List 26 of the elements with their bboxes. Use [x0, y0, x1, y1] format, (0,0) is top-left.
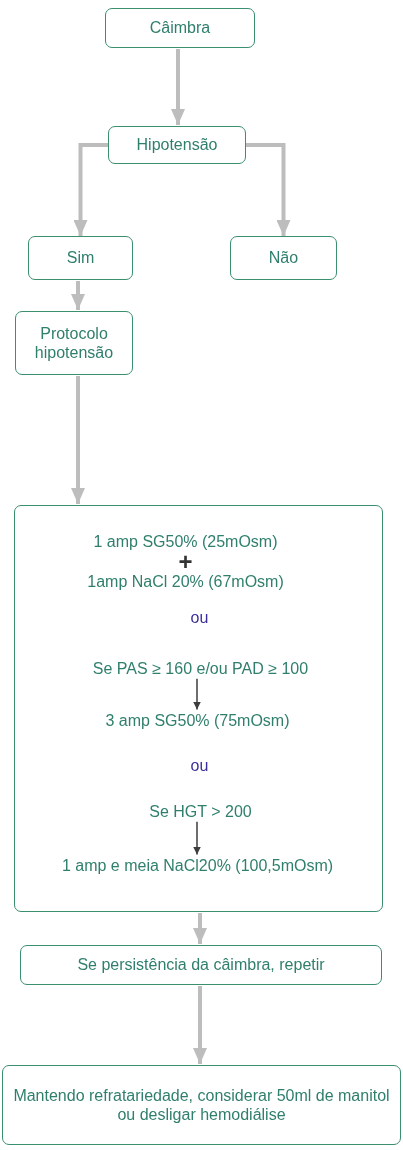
connector-word: ou	[190, 755, 209, 775]
process-box: Hipotensão	[108, 126, 246, 164]
process-box: Sim	[28, 236, 133, 280]
arrow	[193, 986, 207, 1064]
process-box: Mantendo refratariedade, considerar 50ml de manitol ou desligar hemodiálise	[2, 1065, 401, 1145]
process-box: Protocolo hipotensão	[15, 311, 133, 375]
step-text: 1 amp SG50% (25mOsm)	[93, 531, 278, 551]
arrow	[71, 376, 85, 504]
arrow	[73, 143, 108, 236]
plus-sign: +	[178, 550, 193, 573]
process-box: Não	[230, 236, 337, 280]
process-box: Câimbra	[105, 8, 255, 48]
arrow	[193, 677, 201, 711]
step-text: 1 amp e meia NaCl20% (100,5mOsm)	[61, 855, 334, 875]
arrow	[71, 281, 85, 310]
container-box	[14, 505, 383, 912]
arrow	[193, 913, 207, 944]
arrow	[246, 143, 291, 236]
step-text: 1amp NaCl 20% (67mOsm)	[87, 572, 284, 592]
connector-word: ou	[190, 607, 209, 627]
arrow	[171, 49, 185, 125]
step-text: 3 amp SG50% (75mOsm)	[105, 710, 290, 730]
process-box: Se persistência da câimbra, repetir	[20, 945, 382, 985]
step-text: Se HGT > 200	[149, 801, 252, 821]
step-text: Se PAS ≥ 160 e/ou PAD ≥ 100	[92, 658, 309, 678]
arrow	[193, 820, 201, 856]
